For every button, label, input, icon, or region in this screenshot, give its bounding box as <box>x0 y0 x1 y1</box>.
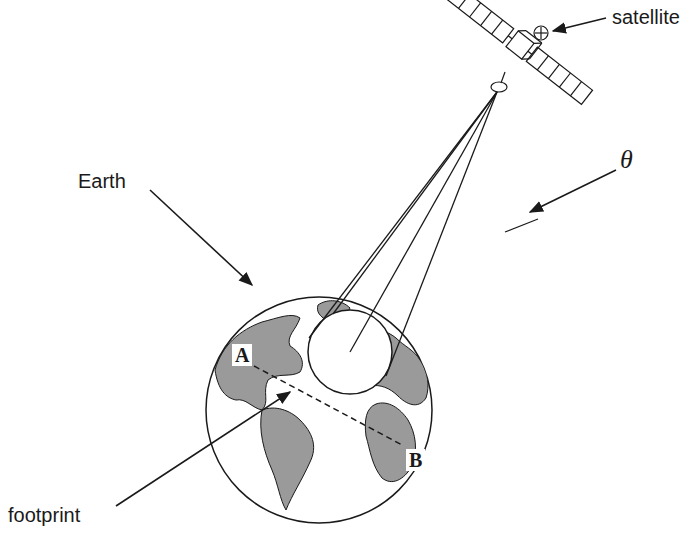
diameter-line <box>254 366 404 446</box>
angle-marker <box>505 219 538 232</box>
continents <box>215 293 428 510</box>
angle-label: θ <box>620 146 633 175</box>
satellite-symbol <box>447 0 596 105</box>
footprint-label: footprint <box>8 504 80 526</box>
leader-arrows <box>116 18 616 506</box>
earth-outline <box>206 297 432 523</box>
earth-label: Earth <box>78 170 126 192</box>
point-label: B <box>406 449 425 471</box>
satellite-label: satellite <box>612 6 680 28</box>
beam-lines <box>309 92 497 376</box>
point-label: A <box>232 344 252 366</box>
